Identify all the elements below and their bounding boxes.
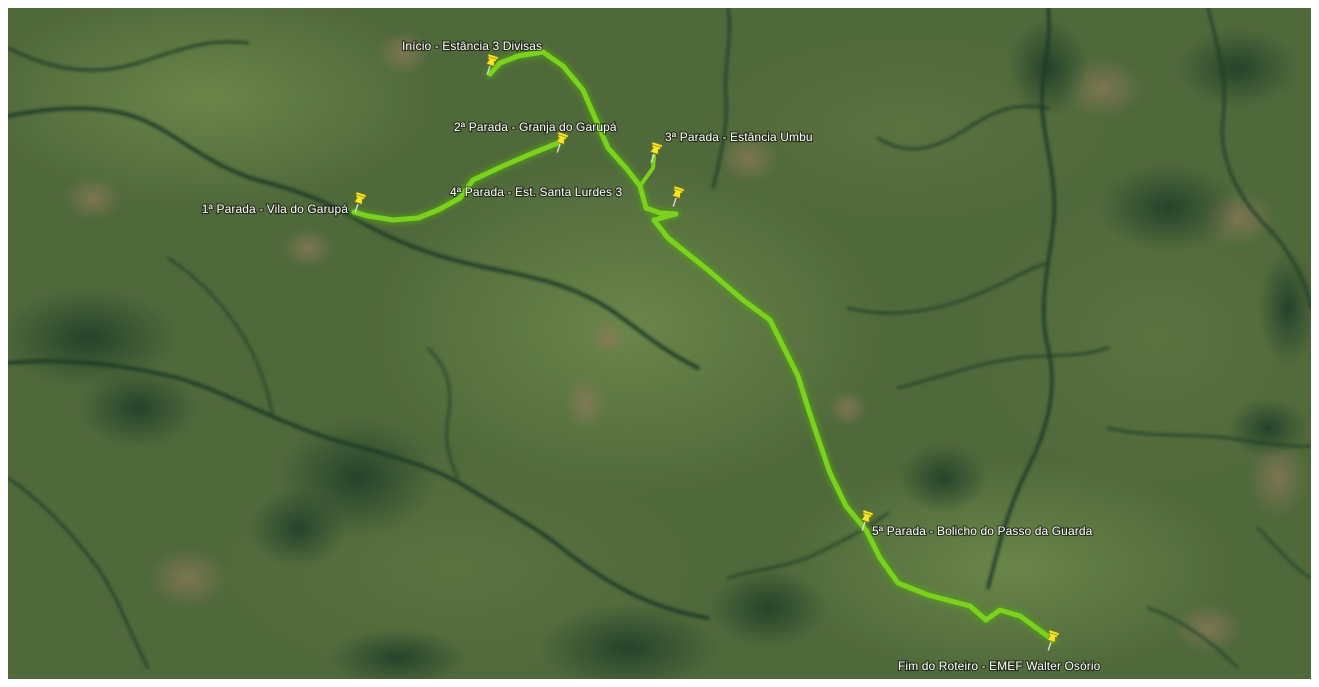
placemark-label[interactable]: 2ª Parada - Granja do Garupá bbox=[453, 119, 618, 135]
pin-cap bbox=[557, 131, 569, 138]
route-line bbox=[349, 47, 1058, 645]
placemark-parada-2[interactable]: 2ª Parada - Granja do Garupá bbox=[453, 119, 618, 154]
yellow-pushpin-icon[interactable] bbox=[1043, 629, 1060, 652]
route-main bbox=[487, 49, 1056, 643]
pin-cap bbox=[673, 185, 685, 192]
placemarks-layer: Início - Estância 3 Divisas 1ª Parada - V… bbox=[201, 38, 1102, 674]
yellow-pushpin-icon[interactable] bbox=[350, 191, 367, 214]
pin-cap bbox=[487, 53, 499, 60]
pin-cap bbox=[1048, 629, 1060, 636]
yellow-pushpin-icon[interactable] bbox=[646, 141, 663, 164]
placemark-label[interactable]: Fim do Roteiro - EMEF Walter Osório bbox=[897, 658, 1102, 674]
pin-needle bbox=[354, 203, 359, 213]
yellow-pushpin-icon[interactable] bbox=[857, 509, 874, 532]
placemark-label[interactable]: 3ª Parada - Estância Umbu bbox=[664, 129, 814, 145]
placemark-parada-5[interactable]: 5ª Parada - Bolicho do Passo da Guarda bbox=[857, 509, 1094, 539]
route-spur bbox=[638, 154, 656, 188]
yellow-pushpin-icon[interactable] bbox=[668, 185, 685, 208]
pin-needle bbox=[861, 521, 866, 531]
pin-needle bbox=[556, 143, 561, 153]
placemark-label[interactable]: Início - Estância 3 Divisas bbox=[401, 38, 543, 54]
placemark-inicio[interactable]: Início - Estância 3 Divisas bbox=[401, 38, 543, 76]
terrain-texture bbox=[8, 8, 1311, 679]
rivers bbox=[8, 8, 1311, 670]
pin-needle bbox=[1047, 641, 1052, 651]
placemark-fim[interactable]: Fim do Roteiro - EMEF Walter Osório bbox=[897, 629, 1102, 674]
placemark-parada-3[interactable]: 3ª Parada - Estância Umbu bbox=[646, 129, 814, 164]
pin-needle bbox=[672, 197, 677, 207]
yellow-pushpin-icon[interactable] bbox=[552, 131, 569, 154]
placemark-label[interactable]: 5ª Parada - Bolicho do Passo da Guarda bbox=[871, 523, 1094, 539]
pin-cap bbox=[651, 141, 663, 148]
map-canvas[interactable]: Início - Estância 3 Divisas 1ª Parada - V… bbox=[8, 8, 1311, 679]
yellow-pushpin-icon[interactable] bbox=[482, 53, 499, 76]
pin-needle bbox=[486, 65, 491, 75]
satellite-map[interactable]: Início - Estância 3 Divisas 1ª Parada - V… bbox=[8, 8, 1311, 679]
route-branch bbox=[351, 140, 561, 223]
pin-cap bbox=[355, 191, 367, 198]
pin-cap bbox=[862, 509, 874, 516]
placemark-parada-1[interactable]: 1ª Parada - Vila do Garupá bbox=[201, 191, 367, 217]
placemark-label[interactable]: 1ª Parada - Vila do Garupá bbox=[201, 201, 350, 217]
pin-needle bbox=[650, 153, 655, 163]
placemark-label[interactable]: 4ª Parada - Est. Santa Lurdes 3 bbox=[449, 184, 624, 200]
placemark-parada-4[interactable]: 4ª Parada - Est. Santa Lurdes 3 bbox=[449, 184, 685, 208]
